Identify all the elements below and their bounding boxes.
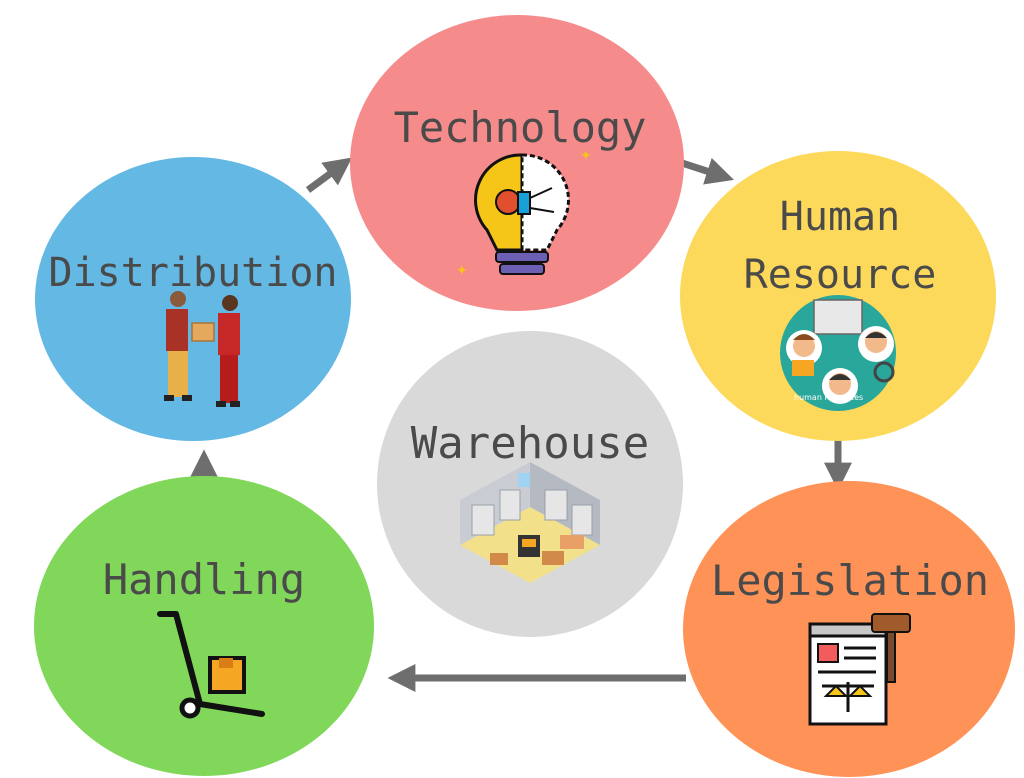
arrow-distribution-to-technology [305,157,353,193]
node-handling-label: Handling [103,555,305,604]
people-network-icon: human resources [780,295,896,411]
node-human-resource: Human Resource human resources [680,151,996,441]
node-warehouse: Warehouse [377,331,683,637]
arrow-technology-to-human-resource [680,157,734,185]
svg-text:✦: ✦ [580,148,592,164]
package-handover-icon [164,291,240,407]
node-legislation: Legislation [683,481,1015,777]
node-legislation-label: Legislation [711,556,989,605]
node-technology-label: Technology [394,103,647,152]
node-handling: Handling [34,476,374,776]
human-resources-caption: human resources [794,393,863,402]
node-warehouse-label: Warehouse [411,418,649,469]
node-distribution-circle [35,157,351,441]
node-human-resource-label-line-2: Resource [744,252,937,298]
svg-text:✦: ✦ [456,263,468,279]
node-human-resource-label-line-1: Human [780,194,900,240]
gavel-document-icon [808,613,911,726]
node-handling-circle [34,476,374,776]
node-technology: Technology ✦ ✦ [350,15,684,311]
node-distribution: Distribution [35,157,351,441]
hand-truck-icon [157,611,265,719]
lightbulb-circuit-icon: ✦ ✦ [456,148,592,279]
warehouse-room-icon [460,462,600,583]
node-distribution-label: Distribution [49,250,338,296]
